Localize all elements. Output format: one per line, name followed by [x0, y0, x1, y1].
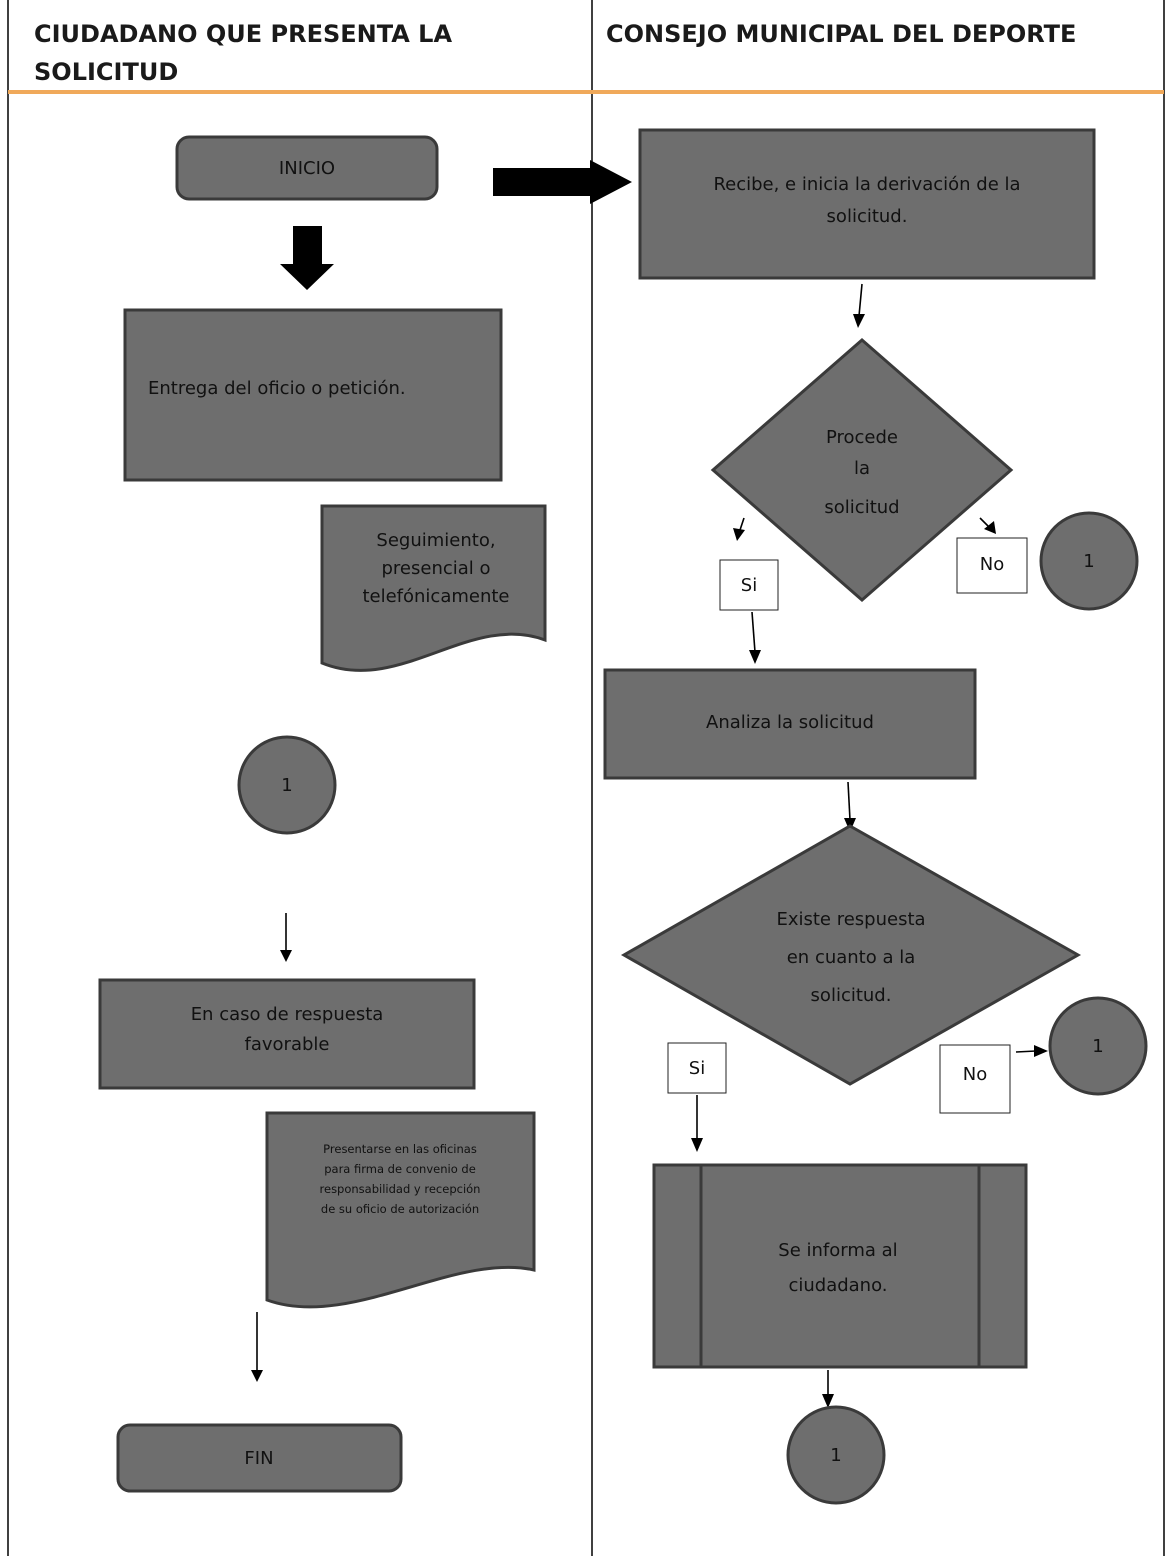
existe-line1: Existe respuesta [776, 909, 925, 930]
connector-right-1-label: 1 [1083, 551, 1094, 572]
inicio-label: INICIO [279, 158, 335, 179]
presentarse-line1: Presentarse en las oficinas [323, 1142, 477, 1156]
connector-right-1 [1039, 511, 1139, 611]
respuesta-line2: favorable [245, 1034, 330, 1055]
connector-right-3-label: 1 [830, 1445, 841, 1466]
recibe-process [638, 128, 1096, 280]
connector-left-label: 1 [281, 775, 292, 796]
respuesta-line1: En caso de respuesta [191, 1004, 384, 1025]
recibe-line2: solicitud. [827, 206, 908, 227]
arrow-to-analiza-head [749, 650, 761, 664]
presentarse-line3: responsabilidad y recepción [320, 1182, 481, 1196]
no-flag-1-label: No [980, 554, 1004, 575]
informa-line2: ciudadano. [788, 1275, 887, 1296]
si-flag-1-label: Si [741, 575, 757, 596]
fin-terminator [116, 1423, 403, 1493]
seguimiento-line3: telefónicamente [362, 586, 509, 607]
existe-line3: solicitud. [811, 985, 892, 1006]
existe-decision [620, 824, 1082, 1086]
informa-predefined-process [652, 1163, 1028, 1369]
arrow-to-connector-3-head [822, 1394, 834, 1408]
presentarse-document [265, 1111, 536, 1309]
presentarse-line2: para firma de convenio de [324, 1162, 476, 1176]
arrow-to-no1-head [984, 521, 996, 534]
presentarse-line4: de su oficio de autorización [321, 1202, 479, 1216]
existe-line2: en cuanto a la [787, 947, 916, 968]
inicio-terminator [175, 135, 439, 201]
entrega-process [123, 308, 503, 482]
procede-line2: la [854, 458, 870, 479]
recibe-line1: Recibe, e inicia la derivación de la [713, 174, 1020, 195]
si-flag-2 [667, 1042, 727, 1094]
connector-right-2 [1048, 996, 1148, 1096]
arrow-to-si1-head [733, 528, 745, 541]
lane-header-right: CONSEJO MUNICIPAL DEL DEPORTE [606, 20, 1076, 48]
no-flag-2 [939, 1044, 1011, 1114]
respuesta-process [98, 978, 476, 1090]
arrow-to-no1 [979, 517, 989, 527]
procede-line1: Procede [826, 427, 898, 448]
si-flag-1 [719, 559, 779, 611]
no-flag-2-label: No [963, 1064, 987, 1085]
arrow-to-informa-head [691, 1138, 703, 1152]
arrow-to-connector-2-head [1034, 1045, 1048, 1057]
si-flag-2-label: Si [689, 1058, 705, 1079]
connector-right-2-label: 1 [1092, 1036, 1103, 1057]
arrow-to-procede-head [853, 314, 865, 328]
seguimiento-document [320, 504, 547, 672]
entrega-label: Entrega del oficio o petición. [148, 378, 406, 399]
lane-header-left-line1: CIUDADANO QUE PRESENTA LA [34, 20, 452, 48]
arrow-to-analiza [751, 611, 756, 653]
arrow-to-respuesta-head [280, 950, 292, 962]
no-flag-1 [956, 537, 1028, 594]
arrow-to-procede [858, 283, 863, 317]
informa-line1: Se informa al [778, 1240, 897, 1261]
analiza-process [603, 668, 977, 780]
procede-decision [710, 338, 1014, 602]
thick-arrow-down [280, 226, 334, 290]
seguimiento-line1: Seguimiento, [376, 530, 495, 551]
seguimiento-line2: presencial o [381, 558, 490, 579]
arrow-to-fin-head [251, 1370, 263, 1382]
analiza-label: Analiza la solicitud [706, 712, 874, 733]
thick-arrow-right [493, 160, 632, 204]
procede-line3: solicitud [824, 497, 899, 518]
connector-right-3 [786, 1405, 886, 1505]
lane-header-left-line2: SOLICITUD [34, 58, 178, 86]
arrow-to-si1 [739, 517, 745, 531]
connector-left [237, 735, 337, 835]
arrow-to-connector-2 [1015, 1050, 1037, 1053]
fin-label: FIN [244, 1448, 273, 1469]
arrow-to-existe [847, 781, 851, 821]
